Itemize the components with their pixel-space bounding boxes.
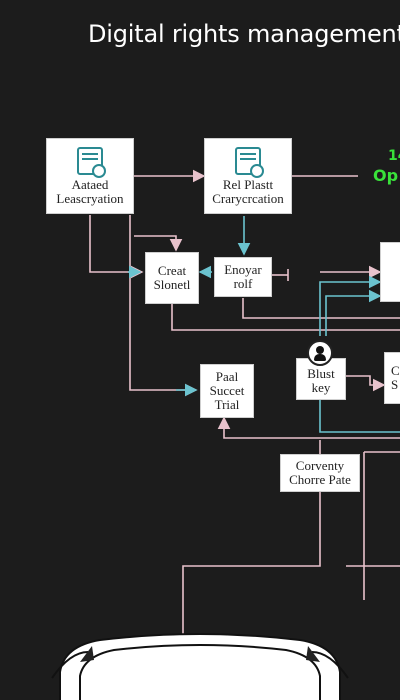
side-number: 14 bbox=[388, 148, 400, 164]
node-n7-label: Corventy Chorre Pate bbox=[289, 458, 351, 487]
node-n2-label: Rel Plastt Crarycrcation bbox=[212, 176, 284, 206]
node-n6-label: Blust key bbox=[307, 366, 335, 395]
node-n2[interactable]: Rel Plastt Crarycrcation bbox=[204, 138, 292, 214]
node-n4-label: Enoyar rolf bbox=[224, 262, 262, 291]
edge-loop-n3-top bbox=[134, 235, 183, 252]
node-n8[interactable]: C S bbox=[384, 352, 400, 404]
node-n5-label: Paal Succet Trial bbox=[209, 369, 245, 412]
edge-n1-n3 bbox=[89, 215, 144, 279]
edge-bus-n5 bbox=[217, 416, 400, 439]
edge-n7-car bbox=[182, 492, 321, 650]
edge-n4-bus bbox=[242, 298, 400, 319]
diagram-title: Digital rights management bbox=[88, 20, 400, 48]
document-icon bbox=[77, 146, 106, 178]
node-n8-label: C S bbox=[391, 363, 400, 392]
node-n1-label: Aataed Leascryation bbox=[56, 176, 124, 206]
edge-n6-down bbox=[319, 400, 400, 433]
user-key-icon bbox=[307, 340, 333, 366]
node-n4[interactable]: Enoyar rolf bbox=[214, 257, 272, 297]
node-n1[interactable]: Aataed Leascryation bbox=[46, 138, 134, 214]
document-icon bbox=[235, 146, 264, 178]
car-icon bbox=[51, 633, 349, 700]
side-op-label: Op bbox=[373, 166, 399, 185]
edge-n6-n8 bbox=[346, 375, 386, 392]
node-n3-label: Creat Slonetl bbox=[153, 263, 191, 292]
edge-n6-up bbox=[319, 275, 382, 336]
node-n3[interactable]: Creat Slonetl bbox=[145, 252, 199, 304]
node-n7[interactable]: Corventy Chorre Pate bbox=[280, 454, 360, 492]
node-n5[interactable]: Paal Succet Trial bbox=[200, 364, 254, 418]
edge-right-vertical bbox=[363, 451, 400, 600]
edge-n3-bus bbox=[171, 304, 400, 331]
node-right-partial[interactable] bbox=[380, 242, 400, 302]
